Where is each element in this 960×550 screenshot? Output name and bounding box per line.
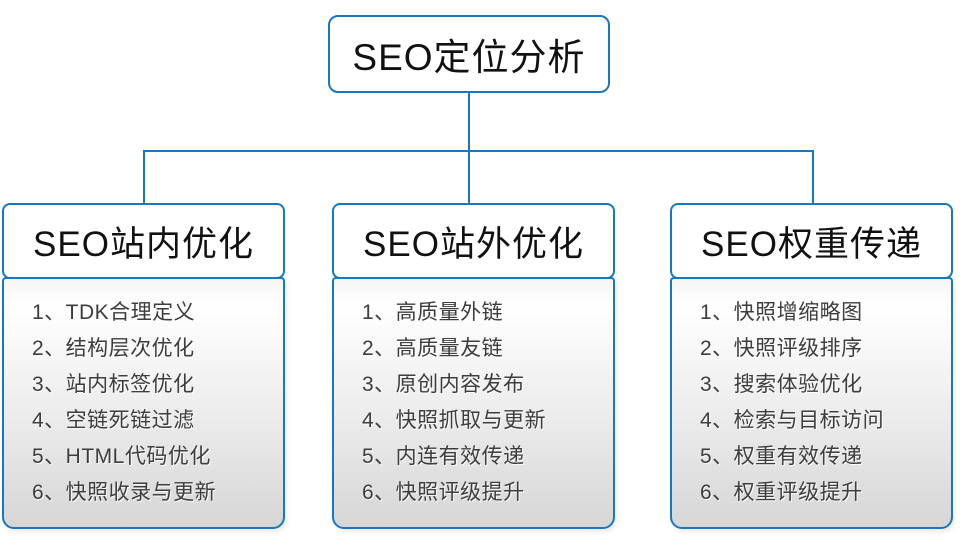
list-item: 3、站内标签优化	[32, 373, 195, 396]
list-item: 6、快照收录与更新	[32, 481, 217, 504]
branch-list-offsite: 1、高质量外链 2、高质量友链 3、原创内容发布 4、快照抓取与更新 5、内连有…	[332, 277, 615, 529]
list-item: 5、HTML代码优化	[32, 445, 211, 468]
branch-header-onsite-label: SEO站内优化	[33, 224, 254, 264]
list-item: 2、结构层次优化	[32, 337, 195, 360]
branch-list-onsite: 1、TDK合理定义 2、结构层次优化 3、站内标签优化 4、空链死链过滤 5、H…	[2, 277, 285, 529]
connector-right-drop-line	[812, 150, 814, 205]
branch-header-offsite: SEO站外优化	[332, 203, 615, 279]
list-item: 4、快照抓取与更新	[362, 409, 547, 432]
list-item: 1、高质量外链	[362, 301, 504, 324]
branch-header-weight: SEO权重传递	[670, 203, 953, 279]
branch-column-offsite: SEO站外优化 1、高质量外链 2、高质量友链 3、原创内容发布 4、快照抓取与…	[332, 203, 615, 529]
list-item: 3、原创内容发布	[362, 373, 525, 396]
branch-column-onsite: SEO站内优化 1、TDK合理定义 2、结构层次优化 3、站内标签优化 4、空链…	[2, 203, 285, 529]
branch-list-weight: 1、快照增缩略图 2、快照评级排序 3、搜索体验优化 4、检索与目标访问 5、权…	[670, 277, 953, 529]
branch-list-weight-items: 1、快照增缩略图 2、快照评级排序 3、搜索体验优化 4、检索与目标访问 5、权…	[672, 279, 951, 511]
branch-list-onsite-items: 1、TDK合理定义 2、结构层次优化 3、站内标签优化 4、空链死链过滤 5、H…	[4, 279, 283, 511]
root-node: SEO定位分析	[328, 15, 610, 93]
connector-horizontal-line	[143, 150, 814, 152]
connector-root-vertical-line	[468, 93, 470, 151]
list-item: 4、空链死链过滤	[32, 409, 195, 432]
list-item: 4、检索与目标访问	[700, 409, 885, 432]
branch-column-weight: SEO权重传递 1、快照增缩略图 2、快照评级排序 3、搜索体验优化 4、检索与…	[670, 203, 953, 529]
list-item: 6、快照评级提升	[362, 481, 525, 504]
list-item: 5、权重有效传递	[700, 445, 863, 468]
connector-middle-drop-line	[468, 150, 470, 205]
list-item: 2、快照评级排序	[700, 337, 863, 360]
branch-header-weight-label: SEO权重传递	[701, 224, 922, 264]
list-item: 5、内连有效传递	[362, 445, 525, 468]
branch-list-offsite-items: 1、高质量外链 2、高质量友链 3、原创内容发布 4、快照抓取与更新 5、内连有…	[334, 279, 613, 511]
list-item: 3、搜索体验优化	[700, 373, 863, 396]
list-item: 1、TDK合理定义	[32, 301, 196, 324]
list-item: 1、快照增缩略图	[700, 301, 863, 324]
branch-header-offsite-label: SEO站外优化	[363, 224, 584, 264]
list-item: 6、权重评级提升	[700, 481, 863, 504]
connector-left-drop-line	[143, 150, 145, 205]
root-node-label: SEO定位分析	[352, 37, 586, 78]
list-item: 2、高质量友链	[362, 337, 504, 360]
branch-header-onsite: SEO站内优化	[2, 203, 285, 279]
